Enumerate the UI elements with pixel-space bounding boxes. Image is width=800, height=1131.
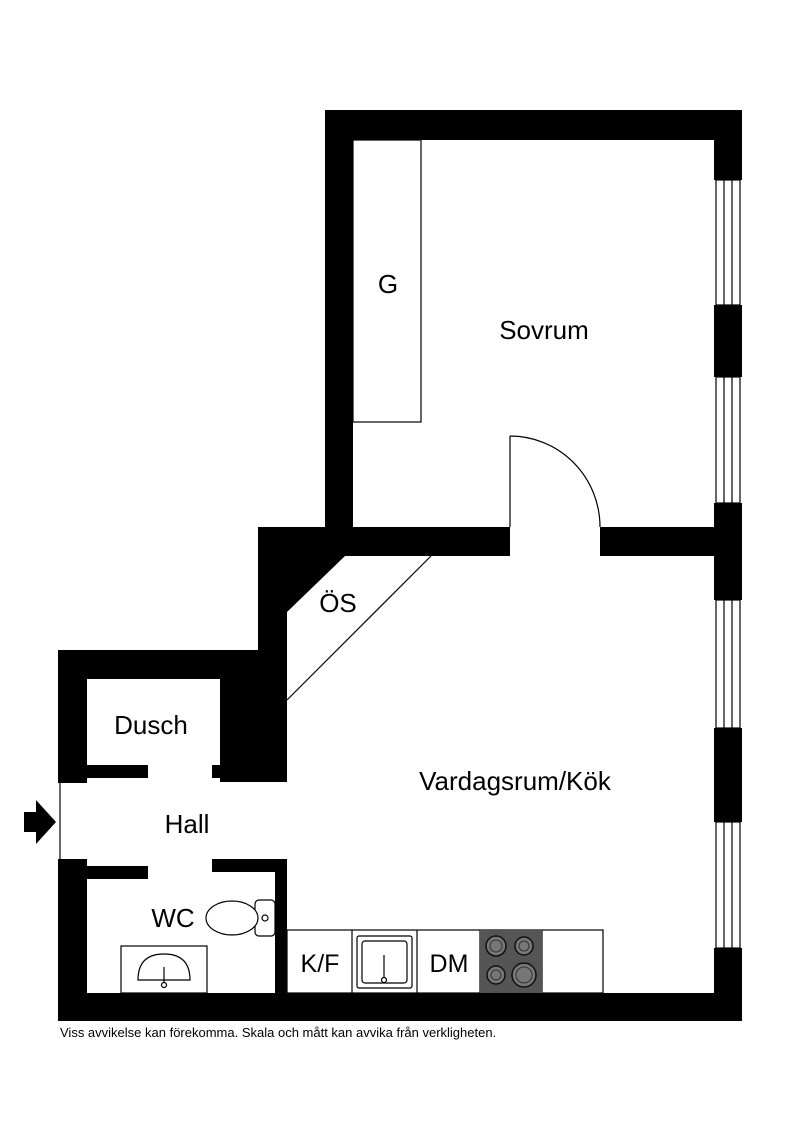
wall-shower-bottom-right bbox=[212, 765, 287, 778]
disclaimer-text: Viss avvikelse kan förekomma. Skala och … bbox=[60, 1025, 497, 1040]
kitchen-counter bbox=[286, 929, 604, 994]
wall-wc-right bbox=[275, 859, 287, 1009]
washbasin-icon bbox=[120, 945, 208, 994]
label-shower: Dusch bbox=[114, 710, 188, 740]
storage-partition bbox=[286, 555, 432, 701]
wall-wc-top-right bbox=[212, 859, 287, 872]
label-bedroom: Sovrum bbox=[499, 315, 589, 345]
wall-partition-right bbox=[600, 527, 742, 556]
entrance-arrow-icon bbox=[24, 800, 56, 844]
window-3 bbox=[715, 599, 741, 729]
toilet-icon bbox=[205, 899, 276, 937]
wall-partition-left bbox=[325, 527, 510, 556]
wall-shower-bottom-left bbox=[58, 765, 148, 778]
bedroom-door bbox=[509, 435, 601, 528]
wall-bottom bbox=[58, 993, 742, 1021]
wall-right-4 bbox=[714, 728, 742, 822]
wardrobe bbox=[352, 139, 422, 423]
windows bbox=[715, 179, 741, 949]
wall-left-upper bbox=[58, 650, 87, 783]
walls bbox=[58, 110, 742, 1021]
label-hall: Hall bbox=[165, 809, 210, 839]
label-living-kitchen: Vardagsrum/Kök bbox=[419, 766, 612, 796]
wall-right-1 bbox=[714, 110, 742, 180]
label-wardrobe: G bbox=[378, 269, 398, 299]
window-4 bbox=[715, 821, 741, 949]
label-toilet: WC bbox=[151, 903, 194, 933]
stove-icon bbox=[480, 930, 542, 993]
window-2 bbox=[715, 376, 741, 504]
wall-right-2 bbox=[714, 305, 742, 377]
label-storage: ÖS bbox=[319, 588, 357, 618]
label-dishwasher: DM bbox=[430, 950, 469, 978]
wall-bedroom-left bbox=[325, 110, 353, 528]
wall-shower-right bbox=[220, 650, 287, 782]
wall-bedroom-top bbox=[325, 110, 742, 140]
kitchen-sink-icon bbox=[356, 935, 413, 989]
window-1 bbox=[715, 179, 741, 306]
label-fridge-freezer: K/F bbox=[301, 950, 340, 978]
